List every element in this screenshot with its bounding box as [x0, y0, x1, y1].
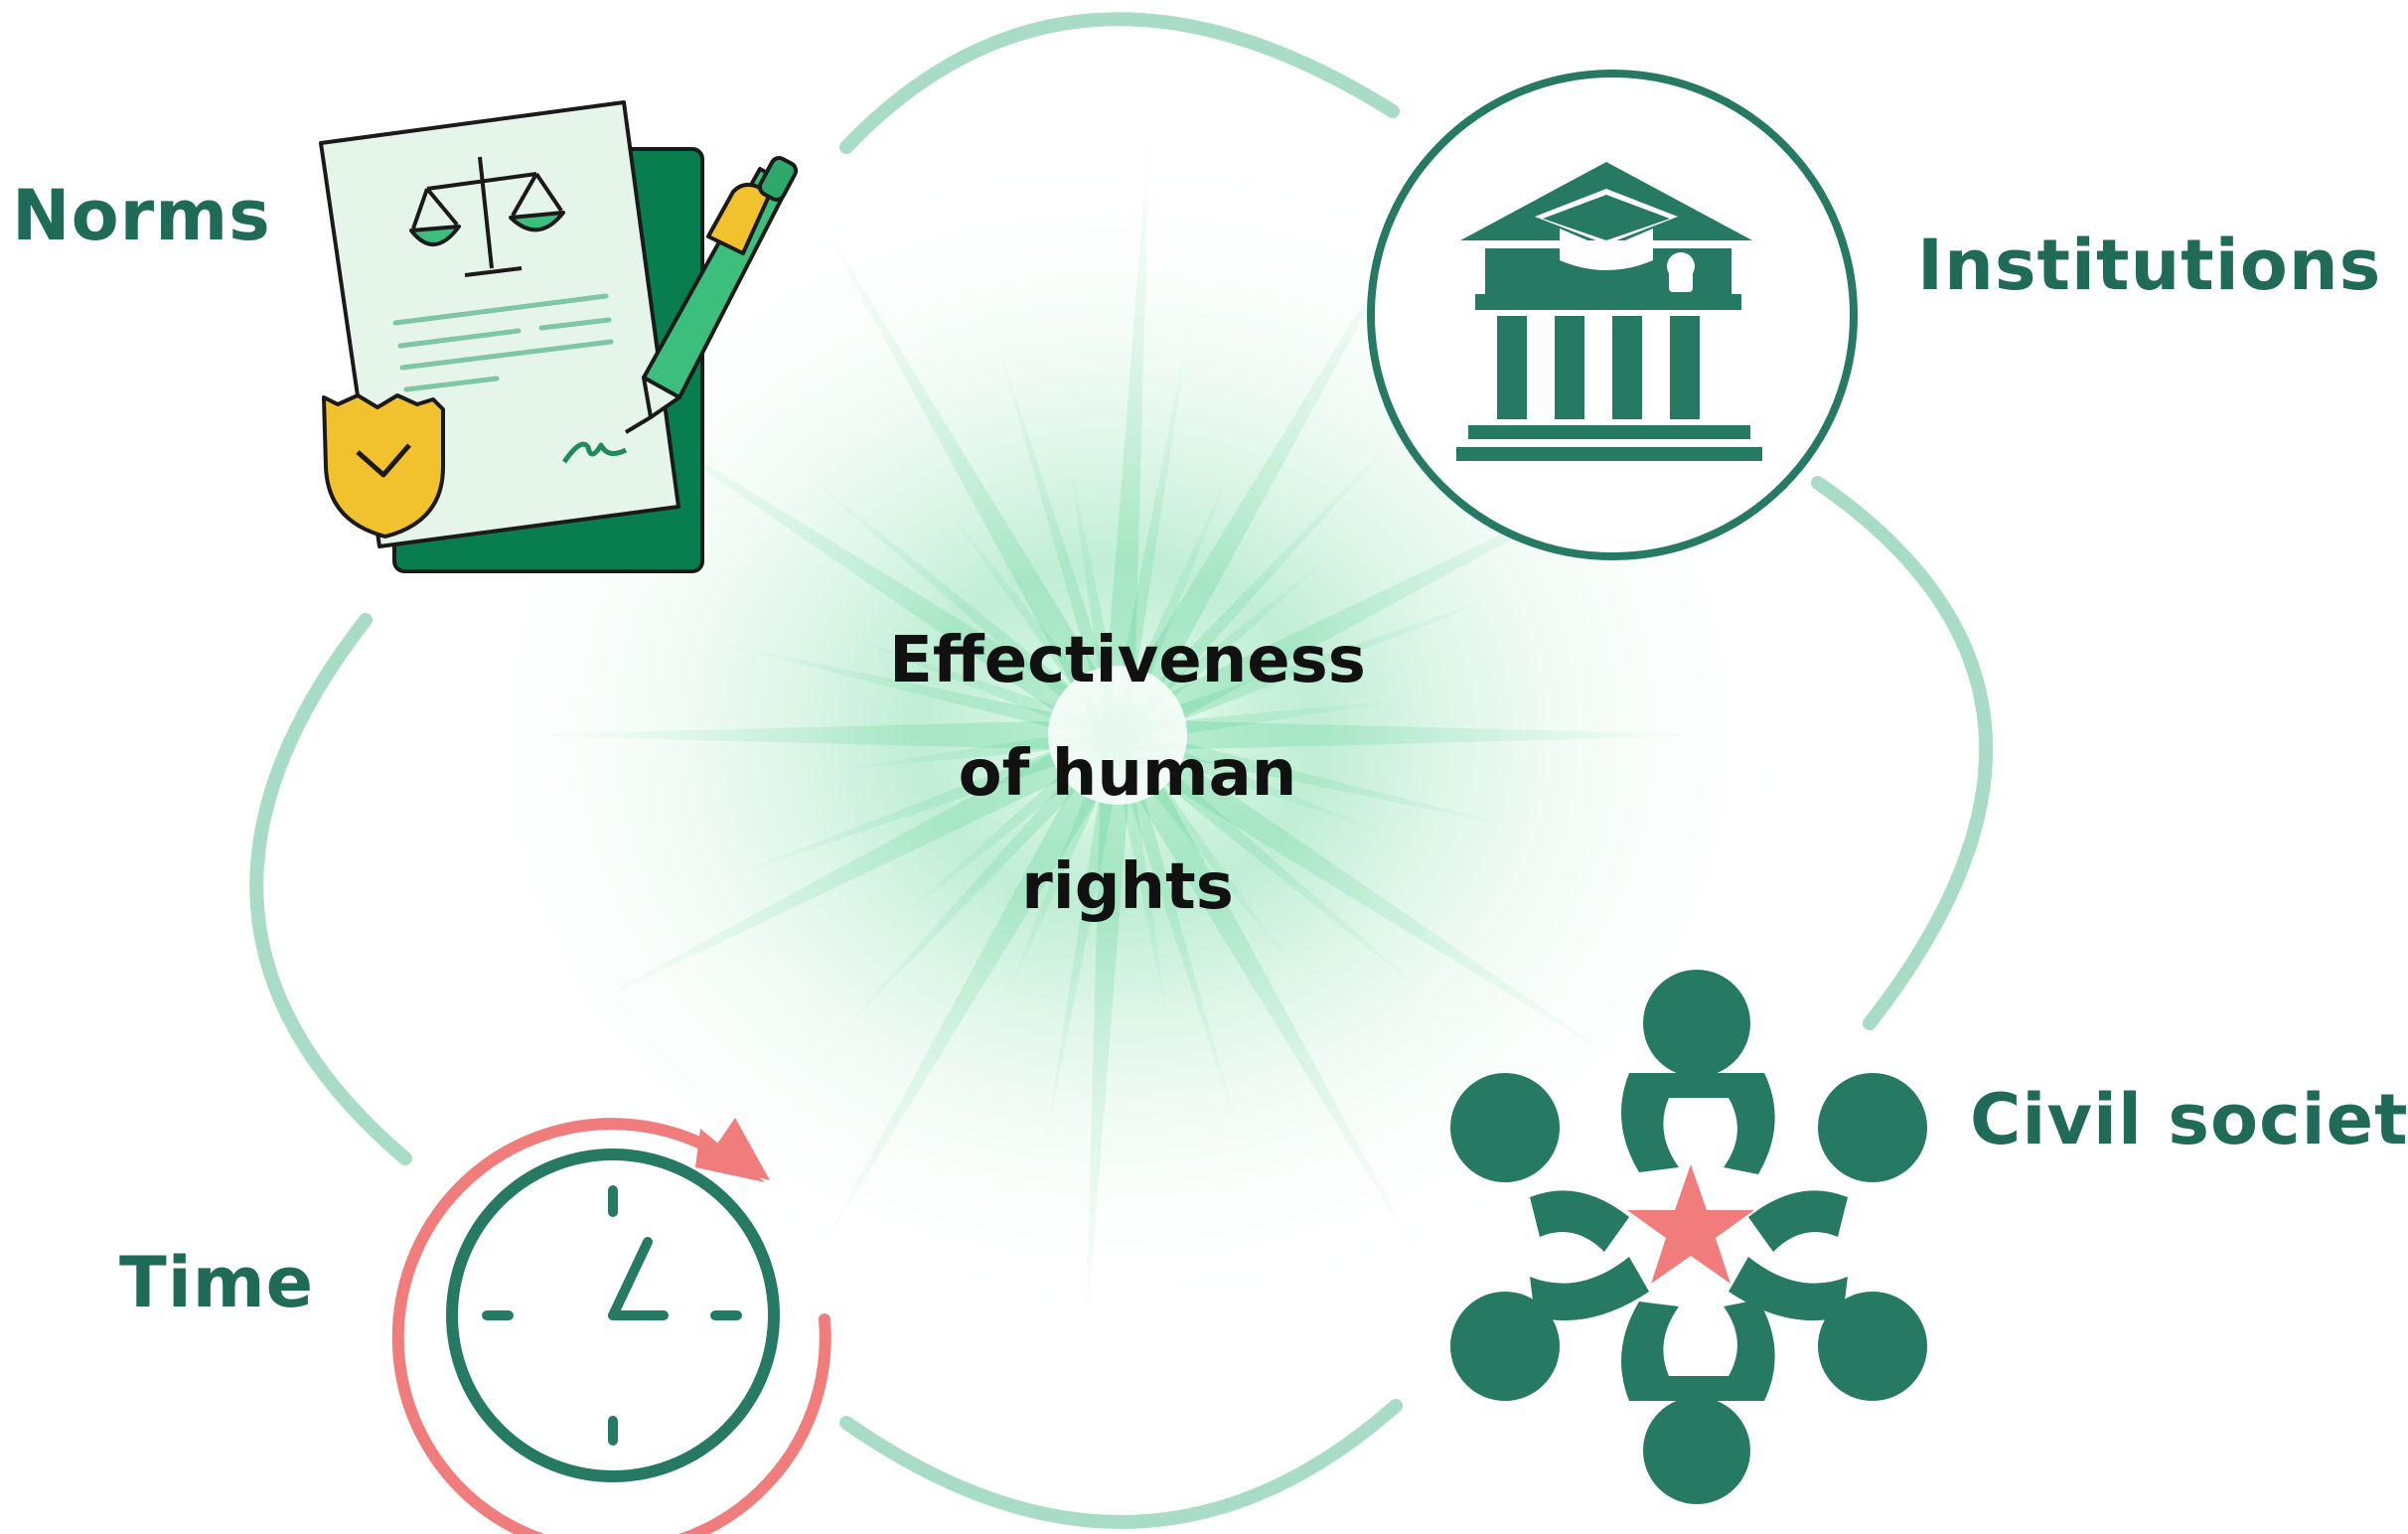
light-ray [601, 399, 1127, 749]
shield-icon [322, 393, 445, 538]
light-ray [826, 728, 1125, 1048]
civil-society-label: Civil society [1970, 1079, 2408, 1160]
light-ray [837, 633, 1122, 744]
institution-building-icon [1367, 70, 1858, 560]
light-ray [1085, 734, 1133, 1351]
cycle-arcs [249, 12, 1994, 1529]
light-ray [1114, 588, 1520, 744]
light-ray [1115, 726, 1534, 832]
arc-time-to-norms [249, 613, 412, 1165]
legal-document-icon [319, 100, 799, 573]
light-ray [1109, 314, 1192, 737]
norms-label: Norms [12, 175, 271, 256]
center-title-line-3: rights [1021, 850, 1234, 924]
light-ray [502, 719, 1118, 751]
arc-institutions-to-civil [1811, 476, 1994, 1030]
light-ray [992, 326, 1127, 738]
light-ray [790, 460, 1124, 742]
light-ray [1112, 728, 1445, 1010]
light-ray [1116, 698, 1414, 744]
light-ray [810, 727, 1131, 1269]
light-ray [1114, 726, 1398, 838]
light-ray [1118, 719, 1733, 751]
light-rays [502, 119, 1733, 1351]
scales-icon [409, 156, 565, 277]
light-ray [715, 726, 1122, 882]
institutions-label: Institutions [1917, 225, 2382, 306]
center-title-line-1: Effectiveness [889, 624, 1366, 697]
light-ray [1104, 202, 1426, 743]
arc-civil-to-time [839, 1399, 1403, 1529]
light-ray [1043, 733, 1127, 1156]
center-title: Effectiveness of human rights [829, 604, 1426, 944]
clock-cycle-icon [391, 1118, 831, 1534]
light-ray [1109, 732, 1243, 1145]
arc-norms-to-institutions [839, 12, 1400, 154]
light-ray [1111, 422, 1410, 742]
center-title-line-2: of human [958, 737, 1297, 811]
light-ray [701, 639, 1121, 744]
light-ray [1109, 721, 1634, 1071]
light-ray [810, 202, 1131, 743]
light-ray [1102, 119, 1150, 736]
community-people-icon [1450, 970, 1927, 1504]
pen-icon [624, 156, 799, 434]
time-label: Time [119, 1242, 315, 1323]
light-ray [1104, 727, 1426, 1269]
star-icon [1627, 1164, 1754, 1284]
light-ray [568, 720, 1126, 1015]
